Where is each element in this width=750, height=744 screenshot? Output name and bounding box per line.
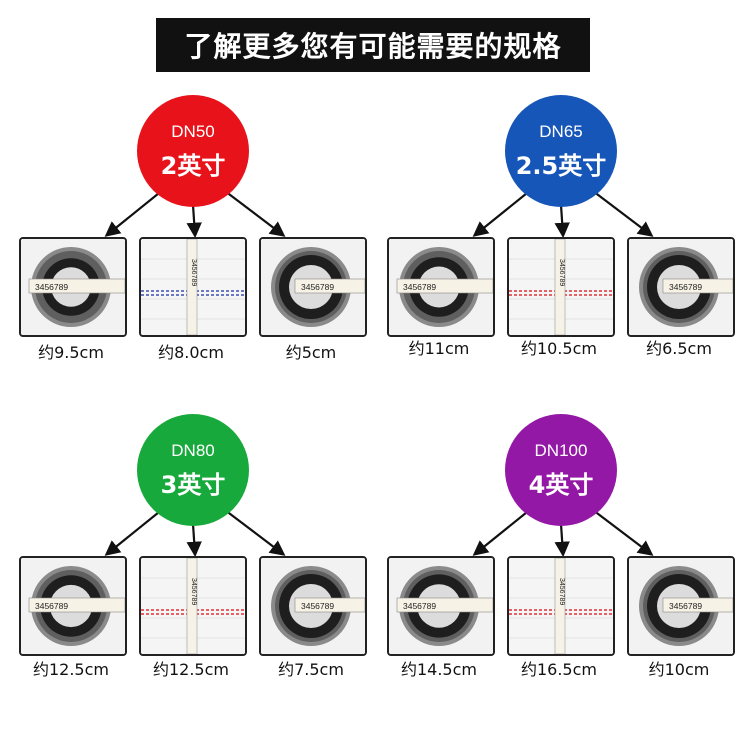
size-badge: DN50 2英寸	[137, 95, 249, 207]
product-photo-flat: 3456789	[507, 237, 615, 337]
size-caption: 约10.5cm	[520, 339, 597, 358]
size-caption: 约16.5cm	[520, 660, 597, 679]
size-caption: 约6.5cm	[646, 339, 712, 358]
inch-label: 4英寸	[528, 470, 594, 499]
inch-label: 2.5英寸	[515, 151, 607, 180]
size-caption: 约12.5cm	[32, 660, 109, 679]
product-photo-ring: 3456789	[387, 556, 495, 656]
product-photo-flat: 3456789	[507, 556, 615, 656]
spec-group-dn80: DN80 3英寸 3456789 3456789 3456789 约12.5cm…	[15, 414, 375, 744]
product-photo-ring: 3456789	[387, 237, 495, 337]
title-text: 了解更多您有可能需要的规格	[184, 30, 562, 63]
pointer-arrow	[186, 204, 202, 239]
size-badge: DN80 3英寸	[137, 414, 249, 526]
dn-label: DN50	[171, 121, 215, 141]
size-caption: 约7.5cm	[278, 660, 344, 679]
svg-text:3456789: 3456789	[190, 578, 197, 605]
product-photo-flat: 3456789	[139, 237, 247, 337]
title-banner: 了解更多您有可能需要的规格	[156, 18, 590, 72]
svg-text:3456789: 3456789	[190, 259, 197, 286]
pointer-arrow	[554, 204, 570, 239]
size-caption: 约11cm	[408, 339, 470, 358]
size-caption: 约12.5cm	[152, 660, 229, 679]
spec-group-dn50: DN50 2英寸 3456789 3456789 3456789 约9.5cm …	[15, 95, 375, 425]
size-caption: 约10cm	[648, 660, 710, 679]
product-photo-ring-small: 3456789	[627, 237, 735, 337]
svg-text:3456789: 3456789	[301, 282, 334, 292]
size-caption: 约8.0cm	[158, 343, 224, 362]
inch-label: 3英寸	[160, 470, 226, 499]
svg-text:3456789: 3456789	[35, 601, 68, 611]
product-photo-ring: 3456789	[19, 556, 127, 656]
svg-text:3456789: 3456789	[403, 282, 436, 292]
svg-text:3456789: 3456789	[669, 601, 702, 611]
product-photo-ring: 3456789	[19, 237, 127, 337]
spec-group-dn65: DN65 2.5英寸 3456789 3456789 3456789 约11cm…	[383, 95, 743, 425]
size-badge: DN65 2.5英寸	[505, 95, 617, 207]
size-caption: 约14.5cm	[400, 660, 477, 679]
size-caption: 约9.5cm	[38, 343, 104, 362]
spec-group-dn100: DN100 4英寸 3456789 3456789 3456789 约14.5c…	[383, 414, 743, 744]
dn-label: DN65	[539, 121, 583, 141]
svg-text:3456789: 3456789	[558, 259, 565, 286]
product-photo-ring-small: 3456789	[259, 237, 367, 337]
dn-label: DN80	[171, 440, 215, 460]
product-photo-flat: 3456789	[139, 556, 247, 656]
product-photo-ring-small: 3456789	[259, 556, 367, 656]
svg-text:3456789: 3456789	[403, 601, 436, 611]
inch-label: 2英寸	[160, 151, 226, 180]
size-caption: 约5cm	[285, 343, 337, 362]
pointer-arrow	[186, 523, 202, 558]
dn-label: DN100	[534, 440, 588, 460]
svg-text:3456789: 3456789	[669, 282, 702, 292]
svg-text:3456789: 3456789	[301, 601, 334, 611]
product-photo-ring-small: 3456789	[627, 556, 735, 656]
pointer-arrow	[554, 523, 570, 558]
svg-text:3456789: 3456789	[35, 282, 68, 292]
size-badge: DN100 4英寸	[505, 414, 617, 526]
svg-text:3456789: 3456789	[558, 578, 565, 605]
